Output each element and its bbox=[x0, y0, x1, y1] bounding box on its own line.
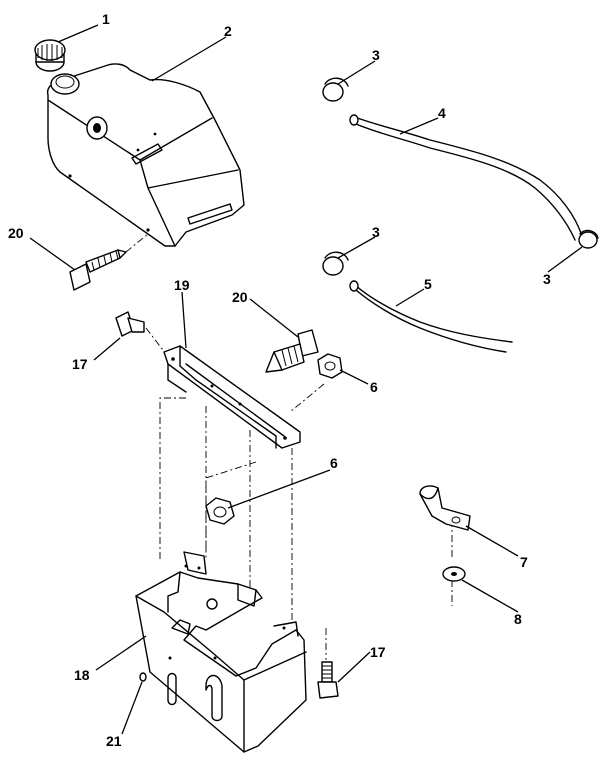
callout-8: 8 bbox=[514, 611, 522, 627]
callout-17-a: 17 bbox=[72, 356, 88, 372]
fuel-cap bbox=[34, 39, 66, 72]
fuel-tank bbox=[46, 63, 245, 247]
fuel-line-lower bbox=[349, 280, 513, 353]
callout-19: 19 bbox=[174, 277, 190, 293]
washer bbox=[442, 566, 466, 582]
line-clip bbox=[419, 485, 471, 531]
callout-2: 2 bbox=[224, 23, 232, 39]
callout-21: 21 bbox=[106, 733, 122, 749]
callout-20-a: 20 bbox=[8, 225, 24, 241]
bolt-upper bbox=[115, 311, 167, 355]
bolt-lower bbox=[317, 661, 339, 699]
mounting-bracket bbox=[163, 345, 301, 449]
callout-6-b: 6 bbox=[330, 455, 338, 471]
callout-3-a: 3 bbox=[372, 47, 380, 63]
hose-clamp-upper-right bbox=[578, 229, 599, 249]
assembly-lines bbox=[159, 397, 453, 660]
callout-20-b: 20 bbox=[232, 289, 248, 305]
callout-3-c: 3 bbox=[543, 271, 551, 287]
callout-17-b: 17 bbox=[370, 644, 386, 660]
callout-1: 1 bbox=[102, 11, 110, 27]
callout-5: 5 bbox=[424, 276, 432, 292]
callout-3-b: 3 bbox=[372, 224, 380, 240]
callout-6-a: 6 bbox=[370, 379, 378, 395]
nut-lower bbox=[205, 497, 235, 525]
callout-4: 4 bbox=[438, 105, 446, 121]
nut-upper bbox=[289, 353, 343, 413]
fuel-line-upper bbox=[349, 114, 583, 241]
callout-7: 7 bbox=[520, 554, 528, 570]
leader-lines bbox=[29, 24, 583, 735]
callout-18: 18 bbox=[74, 667, 90, 683]
plug bbox=[139, 672, 147, 682]
hose-clamp-upper-left bbox=[322, 77, 349, 102]
tank-screw bbox=[69, 233, 149, 291]
callouts: 1 2 3 4 20 3 3 5 19 20 17 6 6 7 8 17 18 … bbox=[8, 11, 551, 749]
hose-clamp-middle bbox=[322, 251, 349, 276]
bracket-screw bbox=[265, 329, 319, 373]
tank-support bbox=[135, 551, 307, 753]
